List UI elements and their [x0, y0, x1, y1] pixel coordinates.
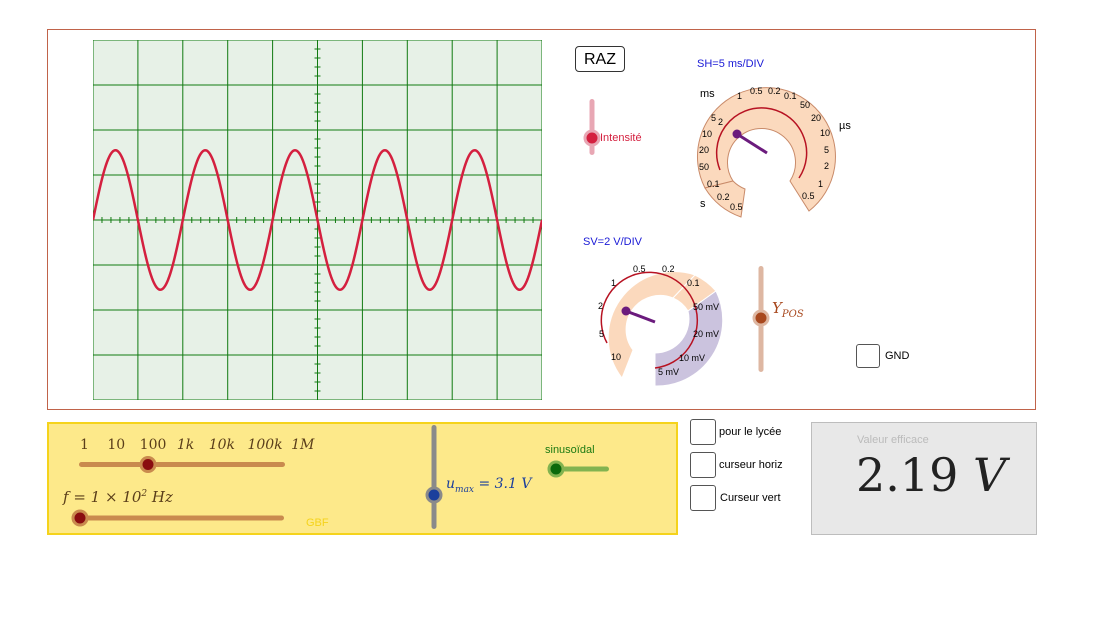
- frequency-fine-slider[interactable]: [70, 508, 288, 528]
- volt-tick-5mv: 5 mV: [658, 367, 680, 377]
- decade-10: 10: [107, 437, 126, 453]
- decade-scale: 1 10 100 1k 10k 100k 1M: [80, 437, 314, 453]
- svg-text:2: 2: [718, 117, 723, 127]
- sweep-rate-label: SH=5 ms/DIV: [697, 58, 764, 70]
- ypos-slider[interactable]: [750, 264, 772, 374]
- volt-tick-0-1: 0.1: [687, 278, 700, 288]
- signal-trace: [93, 148, 542, 292]
- decade-slider-knob[interactable]: [139, 456, 157, 473]
- time-dial-pointer: [736, 132, 768, 155]
- rms-title: Valeur efficace: [857, 434, 929, 446]
- time-tick-0-5us: 0.5: [802, 191, 815, 201]
- decade-100: 100: [139, 437, 167, 453]
- intensity-slider[interactable]: [580, 97, 604, 157]
- decade-1m: 1M: [291, 437, 315, 453]
- raz-button[interactable]: RAZ: [575, 46, 625, 72]
- decade-1k: 1k: [176, 437, 195, 453]
- umax-label: umax = 3.1 V: [446, 476, 532, 495]
- ypos-label: YPOS: [772, 299, 804, 320]
- volt-dial-knob[interactable]: [621, 306, 631, 316]
- volt-tick-10mv: 10 mV: [679, 353, 706, 363]
- volt-tick-2: 2: [598, 301, 604, 311]
- umax-slider-knob[interactable]: [425, 486, 443, 504]
- time-tick-0-1s: 0.1: [707, 179, 720, 189]
- time-base-dial[interactable]: 2: [690, 80, 860, 225]
- time-tick-0-5s: 0.5: [730, 202, 743, 212]
- volt-tick-0-2: 0.2: [662, 264, 675, 274]
- time-tick-ms-5: 5: [711, 113, 717, 123]
- time-tick-0-5ms: 0.5: [750, 86, 763, 96]
- lycee-checkbox[interactable]: [690, 419, 716, 445]
- frequency-fine-slider-knob[interactable]: [71, 509, 89, 527]
- vert-cursor-checkbox[interactable]: [690, 485, 716, 511]
- time-tick-ms-1: 1: [737, 91, 743, 101]
- time-tick-2us: 2: [824, 161, 830, 171]
- rms-display: [811, 422, 1037, 535]
- intensity-label: Intensité: [600, 132, 642, 144]
- volt-tick-1: 1: [611, 278, 617, 288]
- time-tick-1us: 1: [818, 179, 824, 189]
- gnd-label: GND: [885, 350, 910, 362]
- decade-slider[interactable]: [76, 455, 288, 475]
- volt-tick-0-5: 0.5: [633, 264, 646, 274]
- time-unit-us: µs: [839, 120, 851, 132]
- intensity-slider-knob[interactable]: [583, 129, 601, 147]
- time-unit-s: s: [700, 198, 706, 210]
- volt-dial-pointer: [625, 309, 656, 324]
- ypos-slider-knob[interactable]: [752, 309, 770, 327]
- umax-slider[interactable]: [424, 424, 444, 530]
- waveform-label: sinusoïdal: [545, 444, 595, 456]
- gnd-checkbox[interactable]: [856, 344, 880, 368]
- time-tick-0-2ms: 0.2: [768, 86, 781, 96]
- time-unit-ms: ms: [700, 88, 715, 100]
- time-tick-ms-50: 50: [699, 162, 710, 172]
- oscilloscope-frame: [47, 29, 1036, 410]
- vert-cursor-label: Curseur vert: [720, 492, 781, 504]
- time-tick-ms-10: 10: [702, 129, 713, 139]
- time-tick-0-1ms: 0.1: [784, 91, 797, 101]
- volt-tick-50mv: 50 mV: [693, 302, 720, 312]
- decade-10k: 10k: [208, 437, 235, 453]
- volt-dial[interactable]: [585, 255, 725, 390]
- time-tick-10us: 10: [820, 128, 831, 138]
- vertical-sensitivity-label: SV=2 V/DIV: [583, 236, 643, 248]
- volt-tick-10: 10: [611, 352, 622, 362]
- decade-1: 1: [80, 437, 89, 453]
- frequency-label: f = 1 × 102 Hz: [63, 488, 173, 506]
- waveform-slider-knob[interactable]: [547, 460, 565, 478]
- time-tick-5us: 5: [824, 145, 830, 155]
- volt-tick-5: 5: [599, 329, 605, 339]
- volt-tick-20mv: 20 mV: [693, 329, 720, 339]
- horiz-cursor-checkbox[interactable]: [690, 452, 716, 478]
- lycee-label: pour le lycée: [719, 426, 782, 438]
- rms-value: 2.19 V: [856, 448, 1007, 502]
- waveform-slider[interactable]: [546, 460, 612, 478]
- time-tick-50us: 50: [800, 100, 811, 110]
- decade-100k: 100k: [247, 437, 283, 453]
- gbf-label: GBF: [306, 517, 329, 529]
- horiz-cursor-label: curseur horiz: [719, 459, 783, 471]
- time-tick-0-2s: 0.2: [717, 192, 730, 202]
- time-tick-20us: 20: [811, 113, 822, 123]
- time-tick-ms-20: 20: [699, 145, 710, 155]
- time-dial-knob[interactable]: [732, 129, 742, 139]
- oscilloscope-screen: [93, 40, 542, 400]
